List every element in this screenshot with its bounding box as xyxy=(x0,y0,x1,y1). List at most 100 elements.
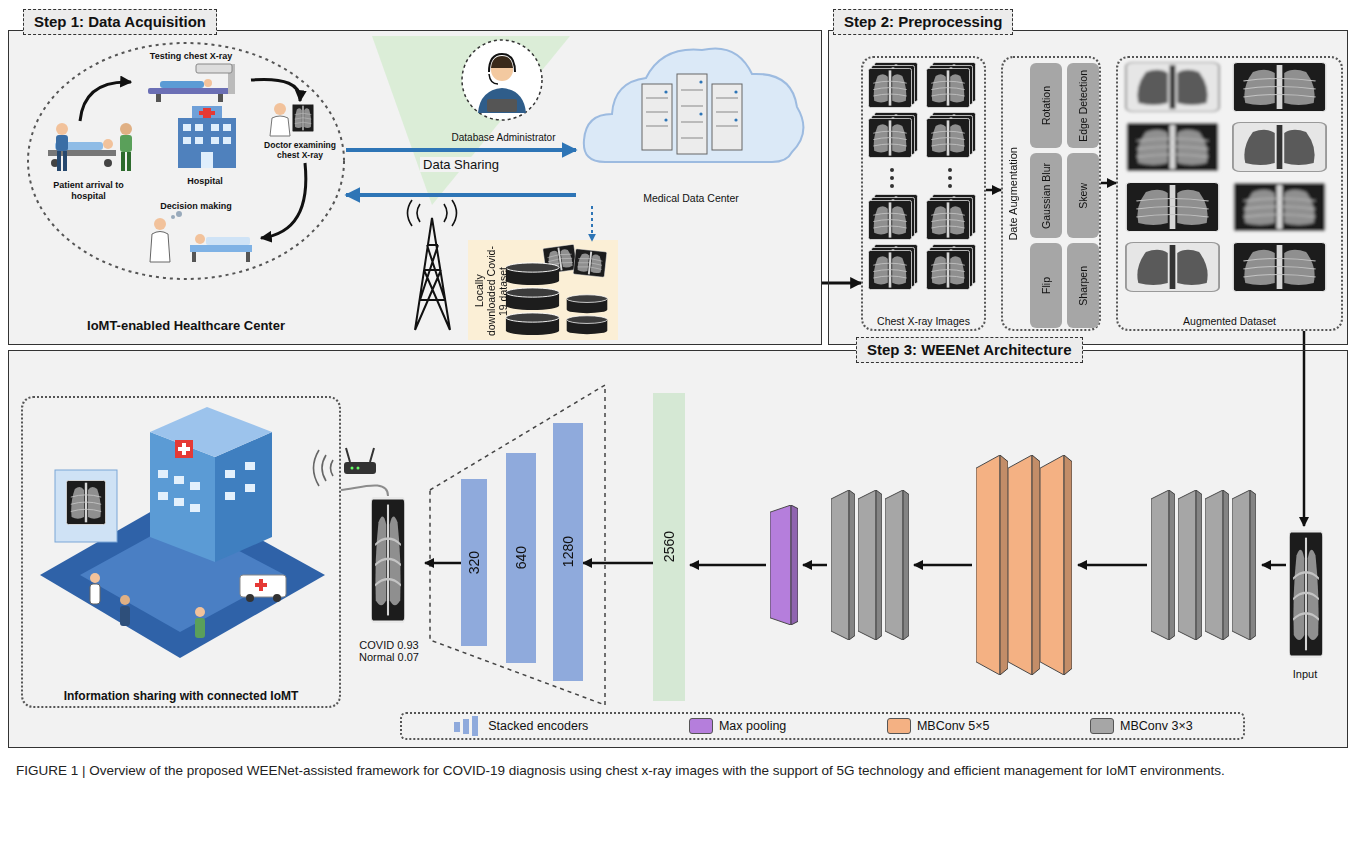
chest-xray-stacks xyxy=(868,68,911,107)
decision-illustration xyxy=(150,211,252,262)
illustration-node: Testing chest X-ray xyxy=(131,49,251,104)
iomt-scene xyxy=(273,594,281,602)
hospital-illustration xyxy=(195,137,203,144)
chest-xray-stacks xyxy=(926,250,969,289)
augmented-tiles xyxy=(1233,183,1326,232)
augmentation-op: Edge Detection xyxy=(1067,63,1099,148)
connector xyxy=(591,206,593,241)
admin-illustration xyxy=(489,74,498,84)
stacked-encoder-icon xyxy=(463,719,469,734)
doctor-illustration xyxy=(292,104,314,131)
doctor-illustration xyxy=(270,103,314,136)
admin-illustration xyxy=(462,40,542,120)
image-group-box: Augmented Dataset xyxy=(1116,56,1343,331)
chest-xray-stacks xyxy=(868,200,911,239)
augmented-tiles xyxy=(1126,183,1219,232)
layer-blocks xyxy=(1040,455,1072,675)
region-outline xyxy=(28,43,344,279)
patient-illustration xyxy=(57,151,61,171)
hospital-illustration xyxy=(211,124,219,131)
node-label: Medical Data Center xyxy=(643,192,739,204)
decision-illustration xyxy=(171,215,175,219)
decision-illustration xyxy=(154,218,166,230)
node-label: Decision making xyxy=(160,201,232,211)
legend-swatch xyxy=(689,718,713,734)
layer-blocks xyxy=(1178,490,1202,640)
chest-xray-stacks xyxy=(868,62,975,289)
encoder-bar: 1280 xyxy=(553,423,583,681)
layer-blocks xyxy=(1151,490,1175,640)
stacked-encoder-icon xyxy=(452,715,482,737)
image-group-box: Chest X-ray Images xyxy=(861,56,986,331)
dataset-illustration xyxy=(506,263,559,285)
node-label: Gaussian Blur xyxy=(1040,163,1052,229)
decision-illustration xyxy=(192,252,196,262)
patient-illustration xyxy=(63,151,67,171)
chest-xray-stacks xyxy=(948,168,952,172)
node-label: Flip xyxy=(1040,277,1052,294)
doctor-illustration xyxy=(270,116,290,136)
hospital-illustration xyxy=(223,137,231,144)
iomt-scene xyxy=(90,584,100,604)
iomt-scene xyxy=(225,470,235,478)
patient-illustration xyxy=(120,123,132,135)
legend-swatch xyxy=(887,718,911,734)
xray-machine-illustration xyxy=(218,94,223,102)
augmented-tiles xyxy=(1126,123,1219,172)
admin-illustration xyxy=(491,56,513,68)
chest-xray-stacks xyxy=(926,118,969,157)
chest-xray-stacks xyxy=(890,176,894,180)
patient-illustration xyxy=(127,152,131,171)
router-icon xyxy=(351,467,354,470)
chest-xray-stacks xyxy=(926,68,969,107)
cloud-data-center xyxy=(642,74,742,154)
chest-xray-stacks xyxy=(890,168,952,188)
chest-xray-stacks xyxy=(868,250,911,289)
cloud-data-center xyxy=(699,112,702,115)
chest-xray-stacks xyxy=(890,168,894,172)
layer-blocks xyxy=(858,490,882,640)
output-image xyxy=(371,498,404,621)
cell-tower xyxy=(408,200,457,226)
healthcare-region: IoMT-enabled Healthcare CenterTesting ch… xyxy=(26,41,346,336)
layer-blocks xyxy=(770,505,798,625)
admin-illustration xyxy=(489,54,515,72)
cell-tower xyxy=(408,200,457,330)
iomt-scene xyxy=(190,504,200,512)
connector xyxy=(425,562,461,565)
augmentation-op: Skew xyxy=(1067,153,1099,238)
cloud-data-center xyxy=(642,84,672,150)
hospital-illustration xyxy=(211,137,219,144)
layer-blocks xyxy=(770,455,1256,675)
legend-swatch xyxy=(1090,718,1114,734)
legend-box: Stacked encoders Max pooling MBConv 5×5 … xyxy=(400,712,1245,740)
node-label: Locally downloaded Covid-19 dataset xyxy=(473,245,509,337)
decision-illustration xyxy=(190,245,252,252)
iomt-scene xyxy=(55,470,117,542)
xray-machine-illustration xyxy=(148,88,230,94)
patient-illustration xyxy=(104,159,112,167)
iomt-scene xyxy=(120,606,130,626)
step-heading: Step 2: Preprocessing xyxy=(833,9,1013,35)
connector xyxy=(1101,182,1116,185)
iomt-scene xyxy=(175,440,193,458)
node-label: 2560 xyxy=(661,531,677,562)
patient-illustration xyxy=(56,123,68,135)
output-node: COVID 0.93Normal 0.07 xyxy=(353,496,425,666)
layer-blocks xyxy=(1205,490,1229,640)
augmented-tiles xyxy=(1126,63,1219,112)
node-label: Input xyxy=(1293,668,1317,681)
connector xyxy=(251,79,300,101)
iomt-scene xyxy=(174,498,184,506)
legend-item: Stacked encoders xyxy=(452,715,588,737)
layer-blocks xyxy=(831,490,855,640)
iomt-scene xyxy=(246,594,254,602)
dataset-illustration xyxy=(506,313,559,335)
iomt-scene xyxy=(245,484,255,492)
dataset-illustration xyxy=(506,288,559,310)
hospital-illustration xyxy=(192,106,222,120)
stacked-encoder-icon xyxy=(454,722,460,732)
hospital-illustration xyxy=(178,118,236,168)
hospital-illustration xyxy=(195,124,203,131)
hospital-illustration xyxy=(223,124,231,131)
